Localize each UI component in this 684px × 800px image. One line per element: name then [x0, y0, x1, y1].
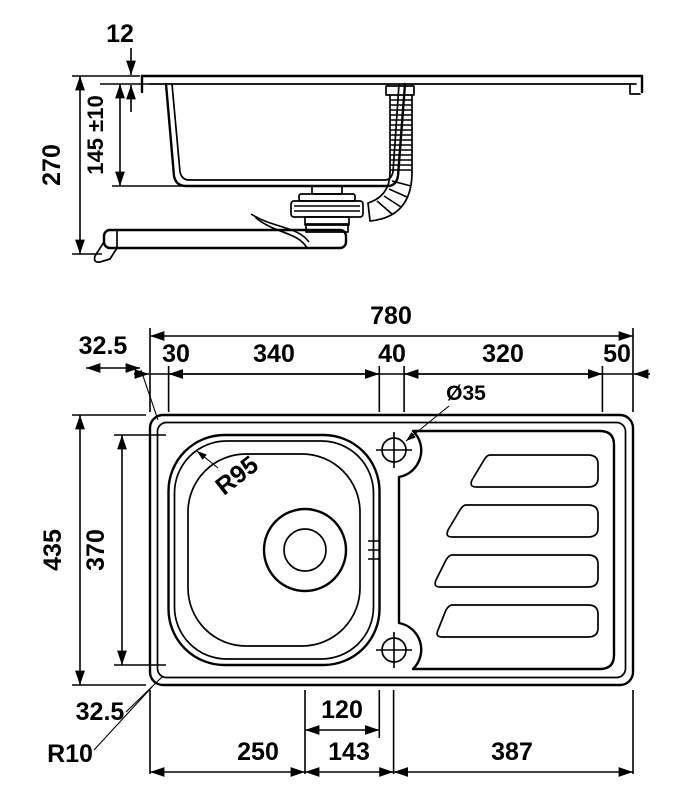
- dim-overall-width-label: 780: [370, 302, 412, 330]
- dim-drain-to-bowl-edge: 120: [305, 696, 380, 735]
- dim-rim-height: 12: [100, 20, 150, 112]
- dim-overall-depth-side-label: 270: [38, 144, 66, 186]
- bowl-bottom: [187, 453, 361, 647]
- dim-offset-bottom: 32.5: [76, 675, 164, 726]
- bottom-extension-lines: [149, 690, 634, 774]
- waste-pipe: [93, 213, 348, 263]
- hose-fitting: [385, 85, 415, 96]
- tap-hole-top: [376, 432, 412, 468]
- strainer-lower: [304, 216, 350, 226]
- dim-overall-depth-label: 435: [39, 529, 67, 571]
- dim-bowl-depth-side-label: 145 ±10: [83, 95, 108, 174]
- bowl: [167, 433, 381, 667]
- drainer-ribs: [434, 454, 599, 638]
- dim-rim-height-label: 12: [106, 20, 134, 48]
- strainer-body-lines: [294, 205, 360, 212]
- overflow-tube-2: [250, 213, 310, 243]
- dim-right-rim-label: 50: [603, 340, 631, 368]
- pipe-outlet: [93, 241, 118, 263]
- sink-outline: [148, 413, 635, 687]
- dim-offset-bottom-label: 32.5: [76, 698, 125, 726]
- corrugated-hose: [367, 85, 415, 222]
- dim-bowl-depth: 370: [82, 434, 166, 666]
- strainer-body: [290, 200, 364, 218]
- dim-drain-from-left-label: 250: [237, 738, 279, 766]
- drain-outer-circle: [262, 507, 348, 593]
- tap-hole-bottom-cross: [376, 632, 412, 668]
- dim-bowl-radius-label: R95: [210, 450, 263, 500]
- dim-offset-top: 32.5: [79, 332, 159, 421]
- dim-corner-radius-label: R10: [47, 740, 93, 768]
- waste-pipe-body: [102, 228, 348, 250]
- hose-rails: [389, 94, 413, 173]
- drainer-outline: [397, 429, 616, 671]
- tap-hole-bottom: [376, 632, 412, 668]
- dim-drain-to-bowl-edge-label: 120: [321, 696, 363, 724]
- drainer: [397, 429, 616, 671]
- dim-drainer-width-label: 320: [482, 340, 524, 368]
- hose-elbow-ribs: [376, 180, 412, 215]
- tap-hole-top-cross: [376, 432, 412, 468]
- dim-overall-depth-side: 270: [38, 75, 140, 255]
- dim-offset-top-label: 32.5: [79, 332, 128, 360]
- bowl-opening: [167, 433, 381, 667]
- dim-bowl-radius: R95: [196, 450, 264, 501]
- dim-left-rim-label: 30: [162, 340, 190, 368]
- dim-width-segments: 30 340 40 320 50: [134, 340, 650, 412]
- drain-strainer: [290, 185, 364, 233]
- sink-profile: [140, 74, 644, 188]
- overflow-slots: [368, 540, 379, 560]
- plan-view: 780 30 340 40 320 50 32.5 Ø35: [39, 302, 650, 777]
- drain-inner-circle: [283, 528, 327, 572]
- dim-bottom-segments: 250 143 387: [150, 738, 633, 777]
- dim-tap-hole-diameter-label: Ø35: [446, 382, 486, 405]
- dim-tap-hole-diameter: Ø35: [405, 382, 486, 442]
- strainer-flange: [298, 193, 356, 202]
- mount-clip: [629, 83, 641, 95]
- dim-bowl-width-label: 340: [253, 340, 295, 368]
- trap-nut: [305, 223, 349, 233]
- basin-inner-wall: [171, 83, 400, 181]
- bowl-mid-line: [173, 440, 375, 660]
- hose-ribs: [390, 99, 412, 171]
- dim-bowl-depth-label: 370: [82, 529, 110, 571]
- dim-bowl-depth-side: 145 ±10: [83, 84, 186, 187]
- basin-outer-wall: [164, 82, 407, 188]
- dim-tap-band-label: 40: [378, 340, 406, 368]
- side-view: 12 270 145 ±10: [38, 20, 644, 263]
- dim-corner-radius: R10: [47, 686, 153, 768]
- overflow-tube: [255, 217, 308, 249]
- hose-elbow: [367, 171, 413, 222]
- dim-drainer-zone-label: 387: [491, 738, 533, 766]
- sink-inner-rim: [156, 421, 627, 679]
- dim-drain-to-tap-label: 143: [328, 738, 370, 766]
- dim-overall-depth: 435: [39, 414, 146, 686]
